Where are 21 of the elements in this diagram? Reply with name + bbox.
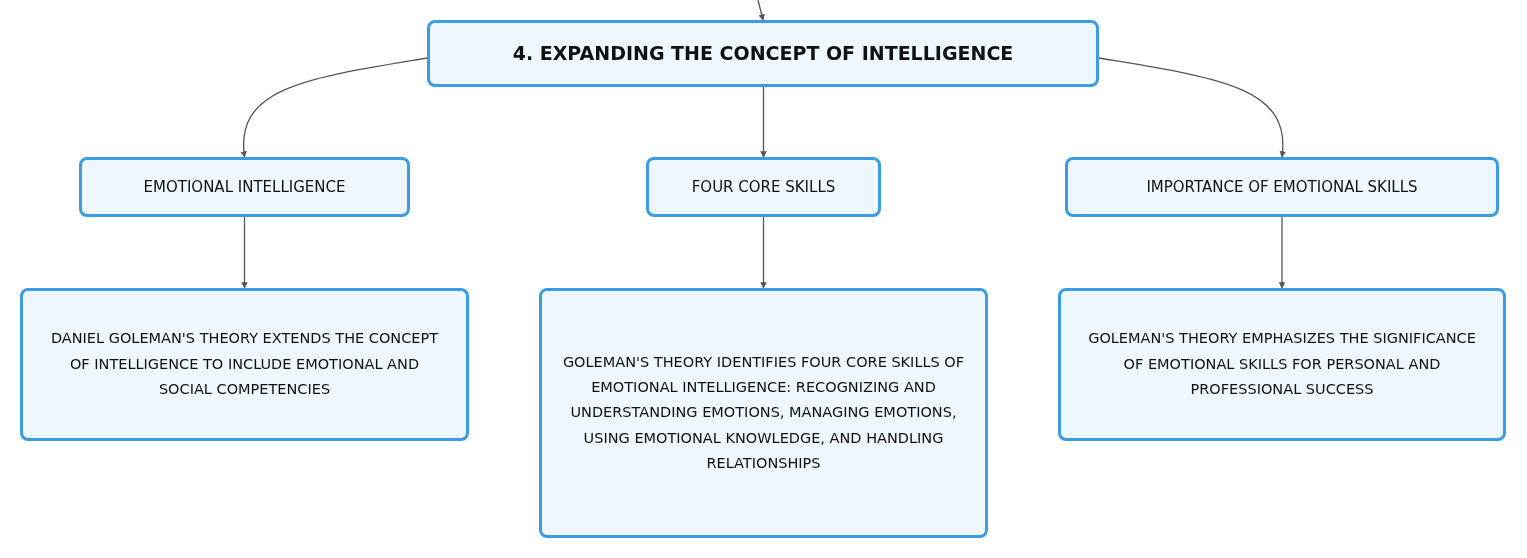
concept-text: FOUR CORE SKILLS [691,176,836,198]
arrow [757,0,765,21]
arrow [240,57,428,158]
arrow [760,216,767,289]
concept-text: GOLEMAN'S THEORY IDENTIFIES FOUR CORE SKILLS OF EMOTIONAL INTELLIGENCE: RECOGNIZING AND UNDERSTANDING EMOTIONS, MANAGING EMOTIONS, USING EMOTIONAL KNOWLEDGE, AND HANDLING RELATIONSHIPS [562,352,965,474]
arrow [241,216,248,289]
concept-text: EMOTIONAL INTELLIGENCE [143,176,346,198]
concept-box [1058,288,1506,441]
concept-box [539,288,988,538]
concept-text: DANIEL GOLEMAN'S THEORY EXTENDS THE CONCEPT OF INTELLIGENCE TO INCLUDE EMOTIONAL AND SOCIAL COMPETENCIES [49,329,440,400]
arrow [760,86,767,158]
arrow [1098,57,1286,158]
concept-box [20,288,469,441]
concept-text: IMPORTANCE OF EMOTIONAL SKILLS [1146,176,1418,198]
concept-box [79,157,410,217]
arrow [1278,216,1286,289]
topic-title: 4. EXPANDING THE CONCEPT OF INTELLIGENCE [512,40,1014,66]
topic-box [427,20,1099,87]
concept-box [1065,157,1499,217]
concept-text: GOLEMAN'S THEORY EMPHASIZES THE SIGNIFICANCE OF EMOTIONAL SKILLS FOR PERSONAL AND PROFESSIONAL SUCCESS [1087,329,1477,400]
concept-box [646,157,881,217]
